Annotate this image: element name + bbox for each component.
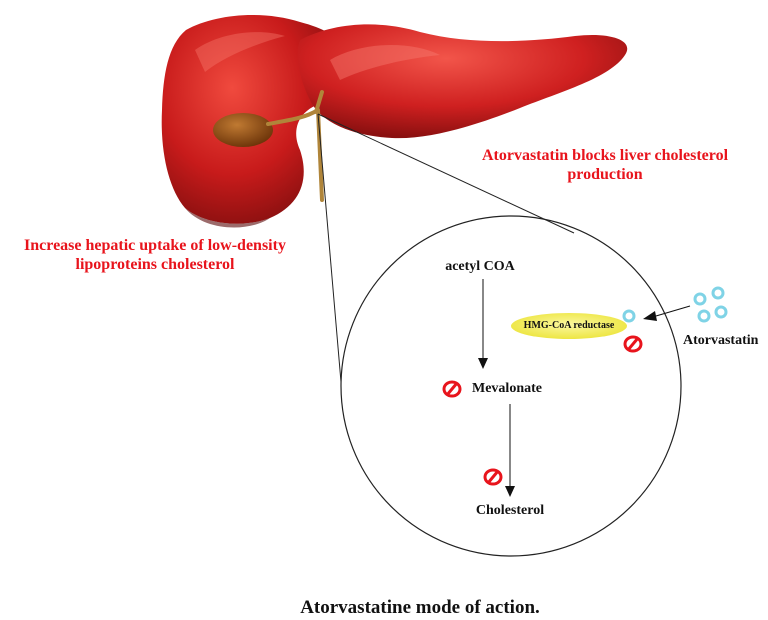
figure-caption: Atorvastatine mode of action. — [300, 597, 540, 618]
drug-molecule-icon — [622, 286, 728, 323]
no-symbol-icon — [442, 380, 462, 398]
zoom-line-left — [317, 113, 342, 383]
zoom-line-right — [317, 113, 575, 234]
hmg-coa-reductase-label: HMG-CoA reductase — [523, 320, 615, 331]
hmg-coa-reductase-ellipse — [511, 313, 627, 339]
mevalonate-label: Mevalonate — [472, 381, 542, 396]
acetyl-coa-label: acetyl COA — [445, 259, 515, 274]
drug-action-arrow — [643, 305, 691, 321]
no-symbol-icon — [623, 335, 643, 353]
blocks-liver-label: Atorvastatin blocks liver cholesterol pr… — [481, 147, 729, 183]
cholesterol-label: Cholesterol — [475, 503, 545, 518]
liver-highlight — [330, 44, 440, 80]
liver-cell-circle — [340, 215, 682, 557]
no-symbol-icon — [483, 468, 503, 486]
gallbladder — [213, 113, 273, 147]
atorvastatin-label: Atorvastatin — [683, 333, 759, 348]
liver-illustration — [161, 15, 628, 228]
liver-highlight-2 — [195, 32, 285, 72]
liver-shadow — [185, 208, 270, 228]
hepatic-uptake-label: Increase hepatic uptake of low-density l… — [24, 237, 286, 273]
liver-left-lobe — [297, 24, 628, 139]
pathway-arrow-1 — [478, 279, 488, 369]
pathway-arrow-2 — [505, 404, 515, 497]
